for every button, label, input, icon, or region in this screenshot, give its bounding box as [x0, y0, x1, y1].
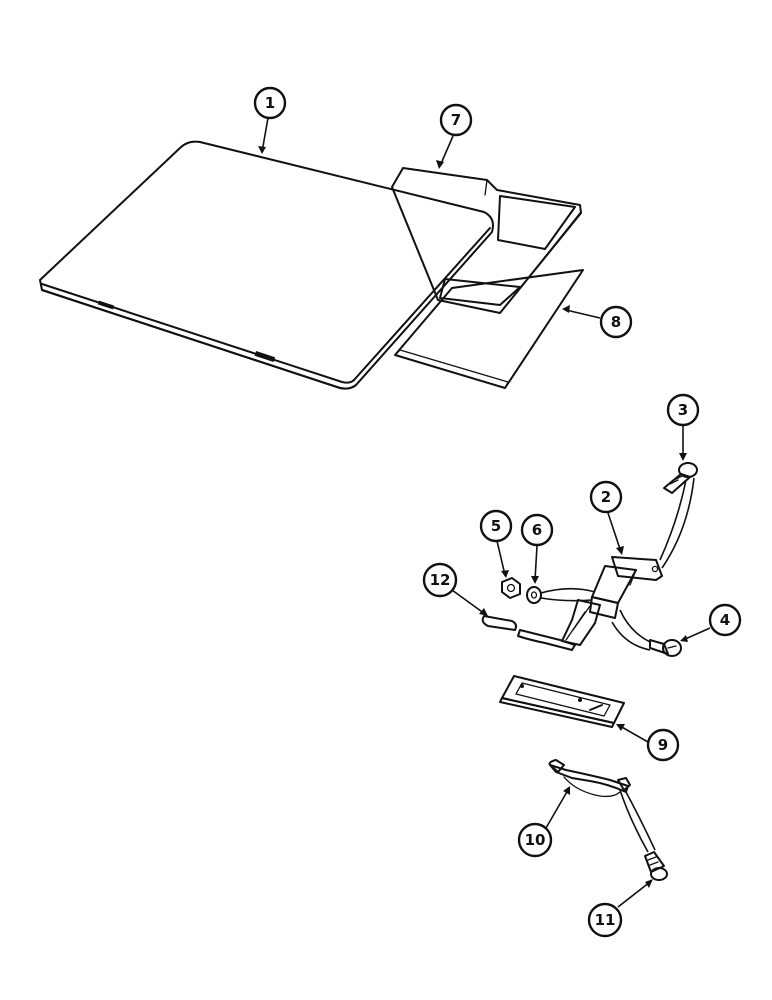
- part-2-latch-body: [589, 556, 663, 619]
- callout-10: 10: [517, 822, 553, 858]
- callout-8-label: 8: [611, 313, 621, 331]
- callout-leaders: [258, 117, 711, 908]
- part-6-washer: [526, 586, 596, 604]
- callout-11: 11: [587, 902, 623, 938]
- callout-4-label: 4: [720, 611, 730, 629]
- callout-12: 12: [422, 562, 458, 598]
- callout-12-label: 12: [430, 571, 451, 589]
- callout-9: 9: [646, 728, 680, 762]
- callout-8: 8: [599, 305, 633, 339]
- callout-7: 7: [439, 103, 473, 137]
- callout-9-label: 9: [658, 736, 668, 754]
- part-8-insulation-pad: [394, 269, 584, 389]
- callout-3: 3: [666, 393, 700, 427]
- callout-5: 5: [479, 509, 513, 543]
- part-7-frame: [391, 167, 582, 314]
- callout-4: 4: [708, 603, 742, 637]
- callout-2-label: 2: [601, 488, 611, 506]
- callout-1: 1: [253, 86, 287, 120]
- part-5-nut: [501, 577, 521, 599]
- part-9-strike-plate: [499, 675, 625, 728]
- callout-10-label: 10: [525, 831, 546, 849]
- callout-1-label: 1: [265, 94, 275, 112]
- callout-7-label: 7: [451, 111, 461, 129]
- part-3-screw: [659, 462, 698, 569]
- callout-3-label: 3: [678, 401, 688, 419]
- part-11-screw: [619, 789, 668, 881]
- part-1-cover-panel: [39, 140, 494, 390]
- callout-2: 2: [589, 480, 623, 514]
- callout-11-label: 11: [595, 911, 616, 929]
- part-10-handle: [548, 759, 631, 798]
- callout-5-label: 5: [491, 517, 501, 535]
- latch-slide: [517, 599, 601, 651]
- callout-6: 6: [520, 513, 554, 547]
- part-12-knob: [481, 615, 517, 631]
- part-4-screw: [611, 609, 682, 657]
- callout-6-label: 6: [532, 521, 542, 539]
